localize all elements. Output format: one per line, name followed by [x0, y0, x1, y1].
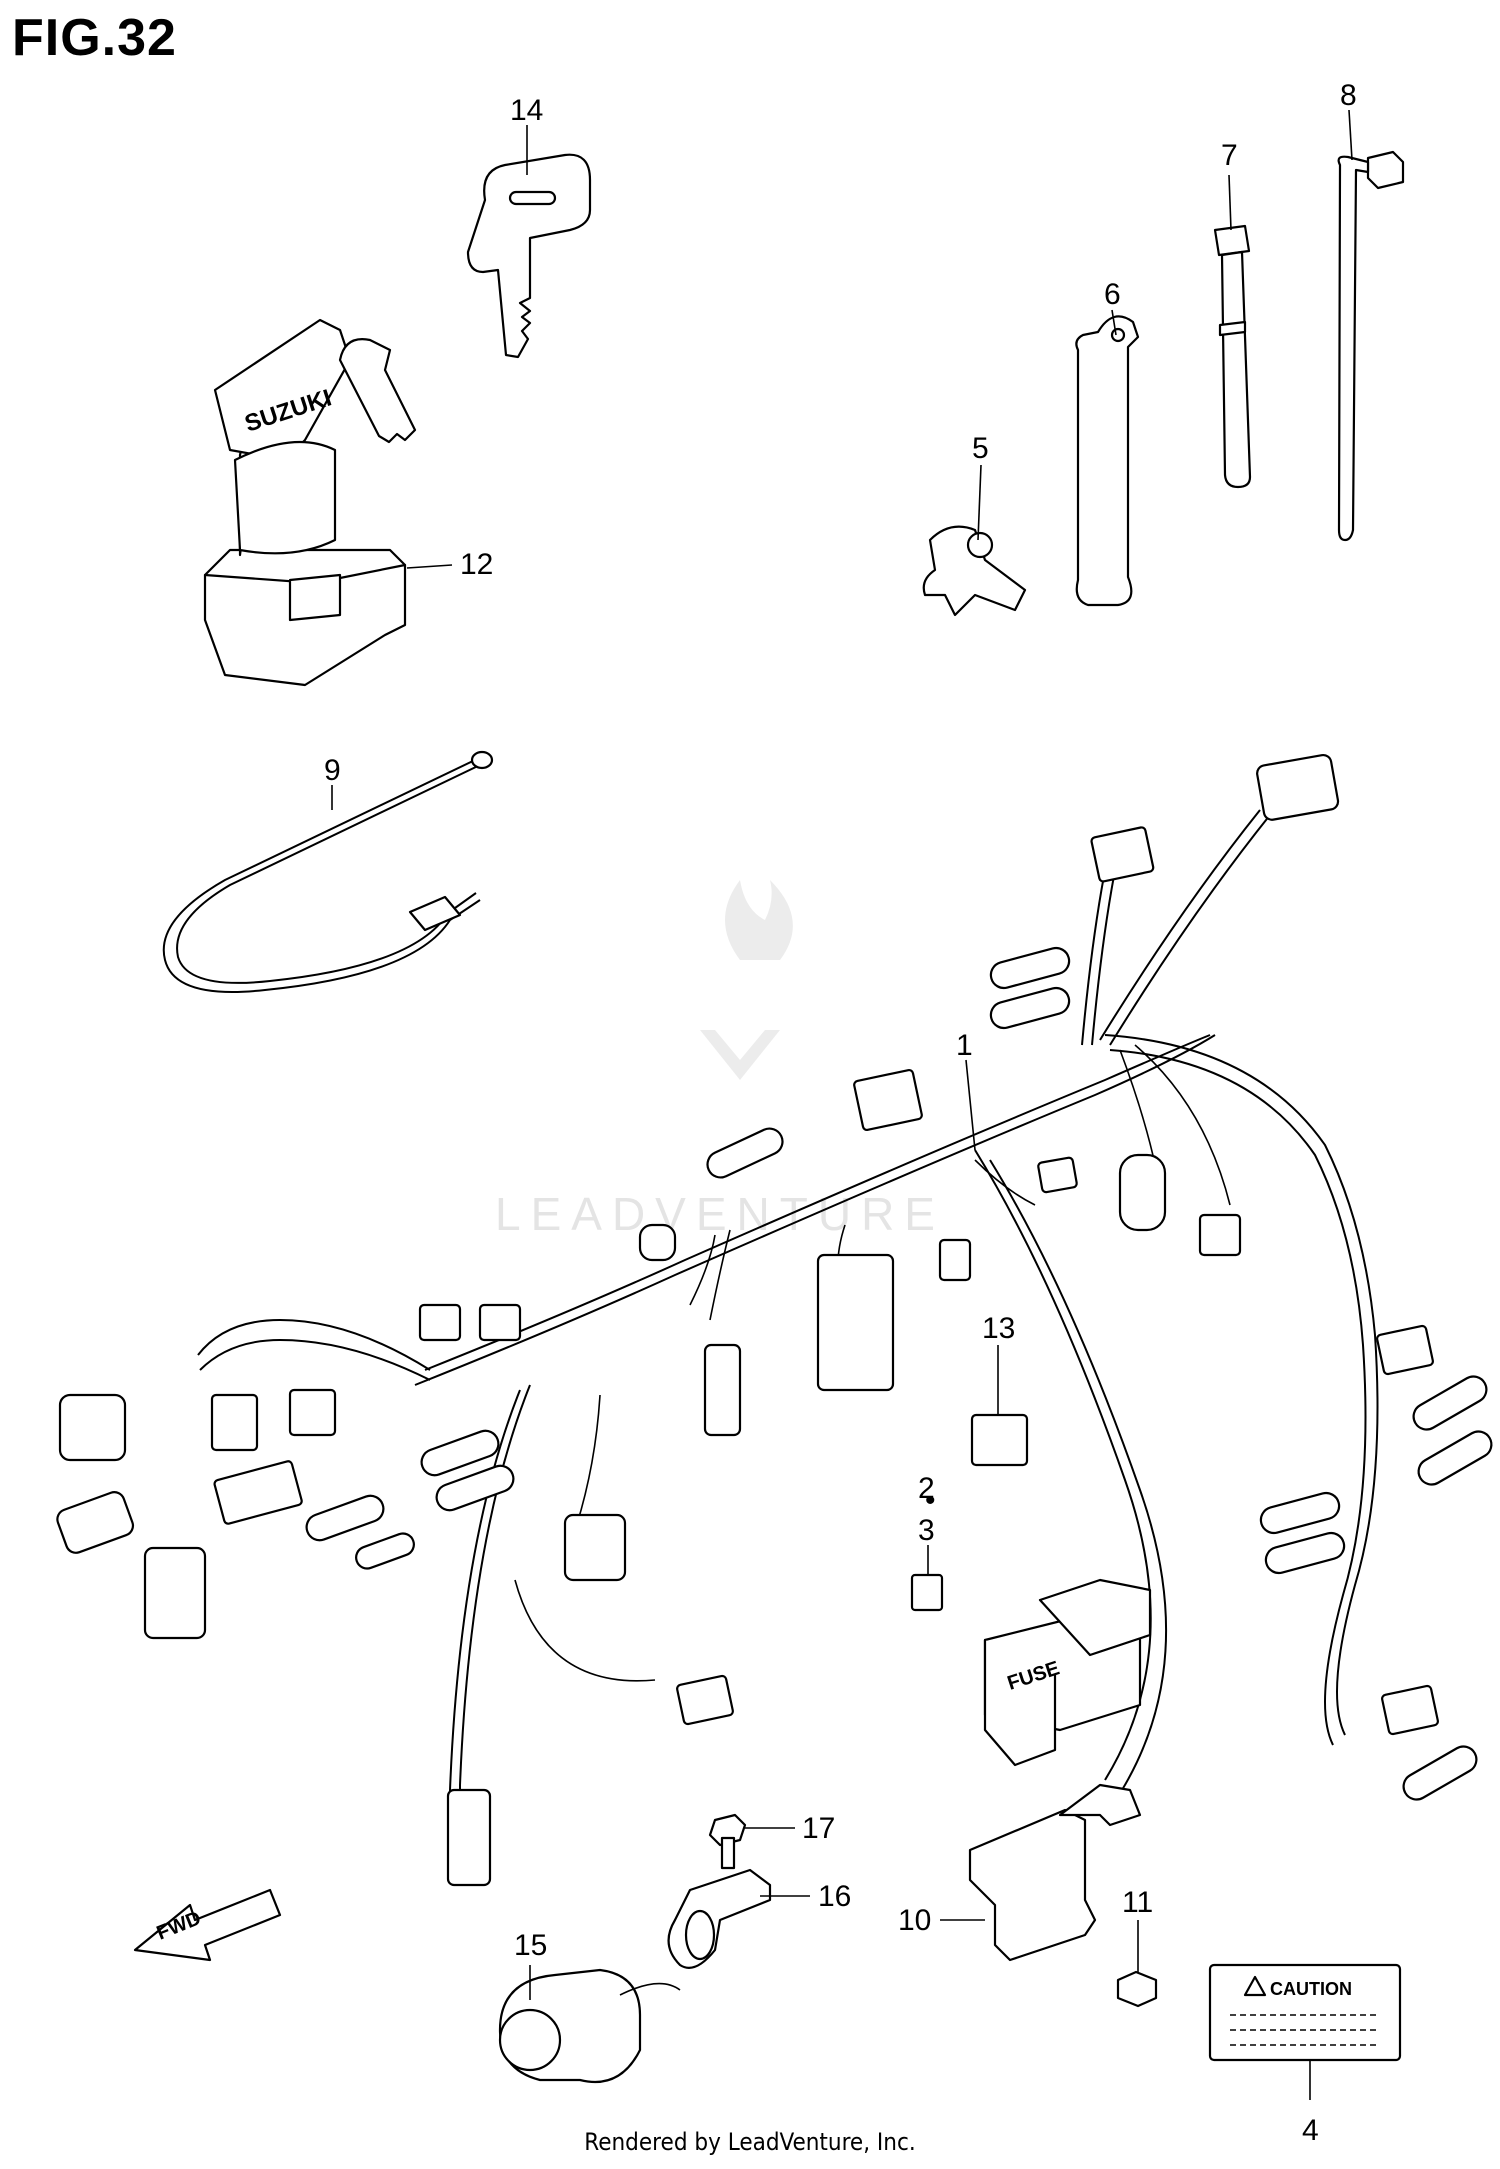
- fuse-part-2-3: [910, 1573, 944, 1612]
- callout-14: 14: [510, 94, 543, 127]
- key-part: [466, 153, 592, 359]
- callout-11: 11: [1122, 1886, 1153, 1919]
- ground-lead-part-9: [162, 750, 494, 993]
- callout-leaders: [331, 109, 1353, 2100]
- footer-credit: Rendered by LeadVenture, Inc.: [584, 2128, 916, 2156]
- caution-label-part-4: CAUTION: [1208, 1963, 1402, 2062]
- band-part-7: [1213, 224, 1252, 489]
- callout-13: 13: [982, 1312, 1015, 1345]
- callout-2: 2: [918, 1472, 935, 1505]
- callout-12: 12: [460, 548, 493, 581]
- main-wire-harness-part-1: [197, 809, 1379, 1850]
- figure-title: FIG.32: [12, 9, 177, 67]
- callout-8: 8: [1340, 79, 1357, 112]
- callout-17: 17: [802, 1812, 835, 1845]
- watermark-text: LEADVENTURE: [495, 1188, 945, 1240]
- cable-tie-part-8: [1337, 150, 1405, 542]
- watermark: LEADVENTURE: [495, 880, 945, 1240]
- bracket-part-10: [968, 1783, 1142, 1962]
- callout-3: 3: [918, 1514, 935, 1547]
- strap-part-6: [1075, 315, 1140, 607]
- callout-16: 16: [818, 1880, 851, 1913]
- callout-6: 6: [1104, 278, 1121, 311]
- bracket-clamp-part-16: [667, 1868, 772, 1969]
- harness-connectors: [56, 753, 1493, 1887]
- callout-4: 4: [1302, 2114, 1319, 2147]
- bolt-part-17: [708, 1813, 747, 1870]
- clamp-part-5: [922, 525, 1027, 617]
- fuse-box: FUSE: [983, 1578, 1152, 1767]
- callout-15: 15: [514, 1929, 547, 1962]
- callout-9: 9: [324, 754, 341, 787]
- ignition-switch-part: SUZUKI: [203, 318, 417, 687]
- caution-label-text: CAUTION: [1270, 1979, 1352, 1999]
- callout-5: 5: [972, 432, 989, 465]
- socket-part-15: [498, 1968, 681, 2084]
- callout-1: 1: [956, 1029, 973, 1062]
- forward-arrow: FWD: [133, 1888, 282, 1962]
- relay-part-13: [970, 1413, 1029, 1467]
- bolt-part-11: [1116, 1970, 1158, 2008]
- callout-numbers: 14 12 8 7 6 5 9 1 13 2 • 3 10 11 15 16 1…: [324, 79, 1357, 2147]
- callout-7: 7: [1221, 139, 1238, 172]
- callout-separator-dot: •: [925, 1484, 936, 1517]
- callout-10: 10: [898, 1904, 931, 1937]
